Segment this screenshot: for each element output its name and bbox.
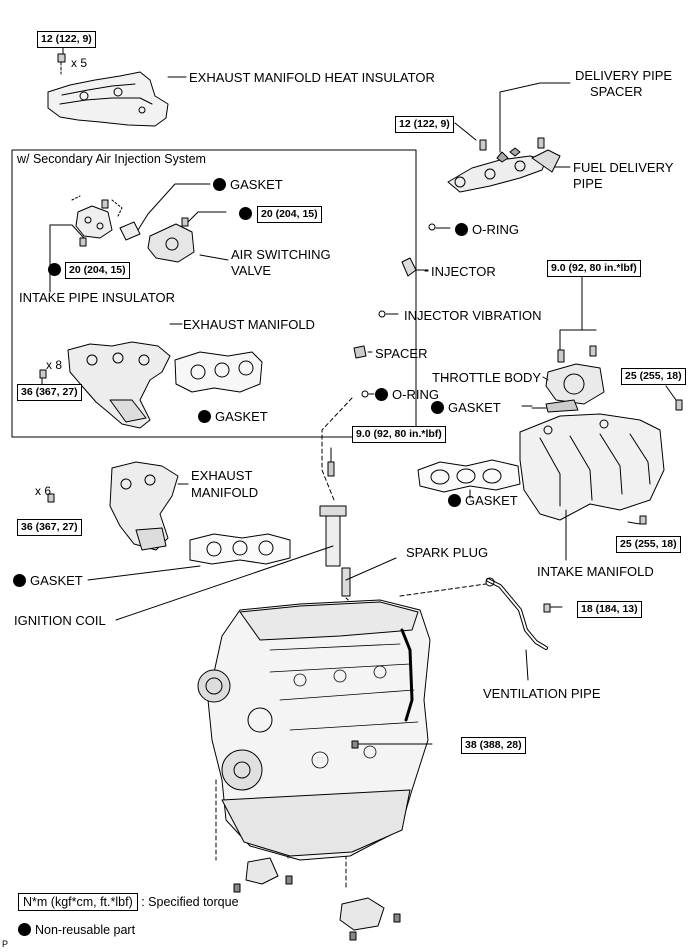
- label-ignition-coil: IGNITION COIL: [14, 613, 106, 628]
- label-intake-manifold: INTAKE MANIFOLD: [537, 564, 654, 579]
- label-secondary-air-system: w/ Secondary Air Injection System: [17, 152, 206, 166]
- label-exhaust-manifold-heat-insulator: EXHAUST MANIFOLD HEAT INSULATOR: [189, 70, 435, 85]
- label-injector: INJECTOR: [431, 264, 496, 279]
- torque-box-intake-bottom: 25 (255, 18): [616, 536, 681, 553]
- legend-non-reusable: Non-reusable part: [18, 923, 135, 937]
- non-reusable-dot-icon: [431, 401, 444, 414]
- torque-box-throttle-body: 9.0 (92, 80 in.*lbf): [547, 260, 641, 277]
- label-o-ring-2: O-RING: [375, 387, 439, 402]
- legend-torque-desc: : Specified torque: [141, 895, 239, 909]
- engine-drawing: [197, 599, 433, 861]
- torque-box-exhaust-manifold-1: 36 (367, 27): [17, 384, 82, 401]
- label-gasket-exhaust-1: GASKET: [198, 409, 268, 424]
- non-reusable-dot-icon: [375, 388, 388, 401]
- torque-box-engine: 38 (388, 28): [461, 737, 526, 754]
- label-ventilation-pipe: VENTILATION PIPE: [483, 686, 601, 701]
- label-o-ring-1: O-RING: [455, 222, 519, 237]
- label-delivery-pipe-spacer-line2: SPACER: [590, 84, 643, 99]
- label-fuel-delivery-pipe-line2: PIPE: [573, 176, 603, 191]
- label-gasket-intake: GASKET: [448, 493, 518, 508]
- non-reusable-dot-icon: [48, 263, 61, 276]
- label-gasket-sai: GASKET: [213, 177, 283, 192]
- torque-box-ventilation: 18 (184, 13): [577, 601, 642, 618]
- torque-box-intake-top: 25 (255, 18): [621, 368, 686, 385]
- non-reusable-dot-icon: [18, 923, 31, 936]
- count-x5: x 5: [71, 56, 88, 70]
- label-air-switching-valve-line2: VALVE: [231, 263, 271, 278]
- label-exhaust-manifold-2-line1: EXHAUST: [191, 468, 253, 483]
- intake-drawing: [417, 273, 683, 561]
- secondary-air-drawing: [39, 183, 263, 429]
- label-gasket-exhaust-2: GASKET: [13, 573, 83, 588]
- label-injector-vibration: INJECTOR VIBRATION: [404, 308, 542, 323]
- non-reusable-dot-icon: [448, 494, 461, 507]
- exhaust-manifold-2-drawing: [47, 461, 291, 581]
- delivery-pipe-drawing: [447, 82, 571, 193]
- label-exhaust-manifold-2-line2: MANIFOLD: [191, 485, 259, 500]
- label-delivery-pipe-spacer-line1: DELIVERY PIPE: [575, 68, 673, 83]
- ventilation-pipe-drawing: [485, 577, 563, 681]
- ignition-drawing: [115, 397, 397, 621]
- non-reusable-dot-icon: [239, 207, 252, 220]
- label-spacer: SPACER: [375, 346, 428, 361]
- torque-box-air-switch: 20 (204, 15): [257, 206, 322, 223]
- figure-code: P: [2, 939, 9, 949]
- label-intake-pipe-insulator: INTAKE PIPE INSULATOR: [19, 290, 176, 305]
- torque-box-delivery-pipe: 12 (122, 9): [395, 116, 454, 133]
- non-reusable-dot-icon: [198, 410, 211, 423]
- non-reusable-dot-icon: [455, 223, 468, 236]
- torque-box-ignition-coil: 9.0 (92, 80 in.*lbf): [352, 426, 446, 443]
- heat-insulator-drawing: [47, 44, 187, 127]
- non-reusable-dot-icon: [13, 574, 26, 587]
- label-air-switching-valve-line1: AIR SWITCHING: [231, 247, 331, 262]
- torque-box-exhaust-manifold-2: 36 (367, 27): [17, 519, 82, 536]
- torque-box-intake-pipe: 20 (204, 15): [65, 262, 130, 279]
- label-gasket-throttle: GASKET: [431, 400, 501, 415]
- mount-drawing: [233, 857, 401, 941]
- legend-torque-unit: N*m (kgf*cm, ft.*lbf): [18, 893, 138, 911]
- label-exhaust-manifold-1: EXHAUST MANIFOLD: [183, 317, 315, 332]
- secondary-air-frame: [11, 149, 417, 438]
- leader-lines: [424, 270, 533, 407]
- non-reusable-dot-icon: [213, 178, 226, 191]
- label-throttle-body: THROTTLE BODY: [432, 370, 542, 385]
- label-spark-plug: SPARK PLUG: [406, 545, 489, 560]
- count-x6: x 6: [35, 484, 52, 498]
- injector-drawing: [353, 223, 451, 398]
- count-x8: x 8: [46, 358, 63, 372]
- label-fuel-delivery-pipe-line1: FUEL DELIVERY: [573, 160, 674, 175]
- torque-box-heat-insulator: 12 (122, 9): [37, 31, 96, 48]
- legend-torque: N*m (kgf*cm, ft.*lbf) : Specified torque: [18, 893, 239, 911]
